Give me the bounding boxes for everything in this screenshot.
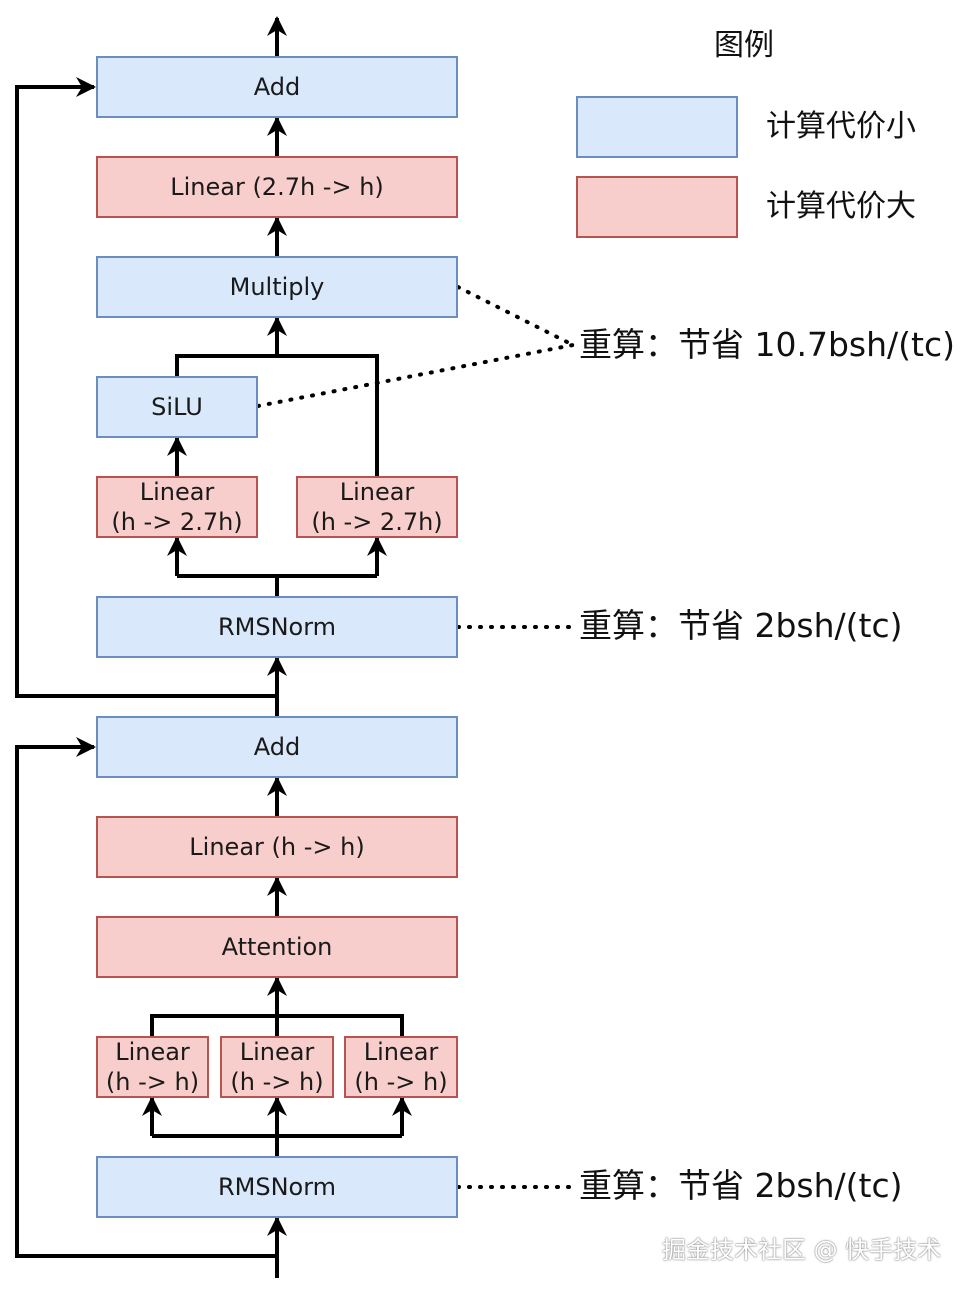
legend-low-cost-swatch bbox=[576, 96, 738, 158]
up-linear-node: Linear (h -> 2.7h) bbox=[296, 476, 458, 538]
mlp-add-label: Add bbox=[253, 73, 301, 101]
attention-node: Attention bbox=[96, 916, 458, 978]
attention-label: Attention bbox=[221, 933, 333, 961]
k-linear-label-line2: (h -> h) bbox=[230, 1068, 324, 1096]
q-linear-node: Linear (h -> h) bbox=[96, 1036, 209, 1098]
v-linear-node: Linear (h -> h) bbox=[344, 1036, 458, 1098]
k-linear-node: Linear (h -> h) bbox=[220, 1036, 334, 1098]
mlp-add-node: Add bbox=[96, 56, 458, 118]
legend-title: 图例 bbox=[714, 28, 774, 63]
attn-out-linear-node: Linear (h -> h) bbox=[96, 816, 458, 878]
attn-rmsnorm-node: RMSNorm bbox=[96, 1156, 458, 1218]
legend-low-cost-label: 计算代价小 bbox=[766, 109, 916, 144]
leader-multiply bbox=[456, 285, 575, 347]
gate-linear-label-line2: (h -> 2.7h) bbox=[111, 508, 243, 536]
gate-linear-node: Linear (h -> 2.7h) bbox=[96, 476, 258, 538]
attn-add-node: Add bbox=[96, 716, 458, 778]
mlp-down-linear-label: Linear (2.7h -> h) bbox=[170, 173, 384, 201]
edge-up-to-multiply bbox=[277, 354, 379, 476]
multiply-label: Multiply bbox=[229, 273, 325, 301]
mlp-down-linear-node: Linear (2.7h -> h) bbox=[96, 156, 458, 218]
annotation-recompute-attn-norm: 重算：节省 2bsh/(tc) bbox=[579, 1166, 903, 1205]
multiply-node: Multiply bbox=[96, 256, 458, 318]
edge-residual-attn bbox=[15, 737, 277, 1258]
q-linear-label-line1: Linear bbox=[115, 1038, 190, 1066]
silu-label: SiLU bbox=[151, 393, 203, 421]
k-linear-label-line1: Linear bbox=[239, 1038, 315, 1066]
v-linear-label-line2: (h -> h) bbox=[354, 1068, 448, 1096]
annotation-recompute-mlp-norm: 重算：节省 2bsh/(tc) bbox=[579, 606, 903, 645]
gate-linear-label-line1: Linear bbox=[139, 478, 215, 506]
legend-high-cost-swatch bbox=[576, 176, 738, 238]
v-linear-label-line1: Linear bbox=[363, 1038, 439, 1066]
mlp-rmsnorm-node: RMSNorm bbox=[96, 596, 458, 658]
edge-silu-to-multiply bbox=[175, 354, 277, 376]
up-linear-label-line2: (h -> 2.7h) bbox=[311, 508, 443, 536]
attn-add-label: Add bbox=[253, 733, 301, 761]
up-linear-label-line1: Linear bbox=[339, 478, 415, 506]
mlp-rmsnorm-label: RMSNorm bbox=[217, 613, 337, 641]
edge-residual-mlp bbox=[15, 77, 277, 698]
watermark-text: 掘金技术社区 @ 快手技术 bbox=[662, 1236, 942, 1264]
silu-node: SiLU bbox=[96, 376, 258, 438]
attn-out-linear-label: Linear (h -> h) bbox=[189, 833, 365, 861]
leader-silu bbox=[256, 343, 575, 408]
attn-rmsnorm-label: RMSNorm bbox=[217, 1173, 337, 1201]
q-linear-label-line2: (h -> h) bbox=[105, 1068, 200, 1096]
annotation-recompute-mlp: 重算：节省 10.7bsh/(tc) bbox=[579, 325, 955, 364]
legend-high-cost-label: 计算代价大 bbox=[766, 189, 916, 224]
